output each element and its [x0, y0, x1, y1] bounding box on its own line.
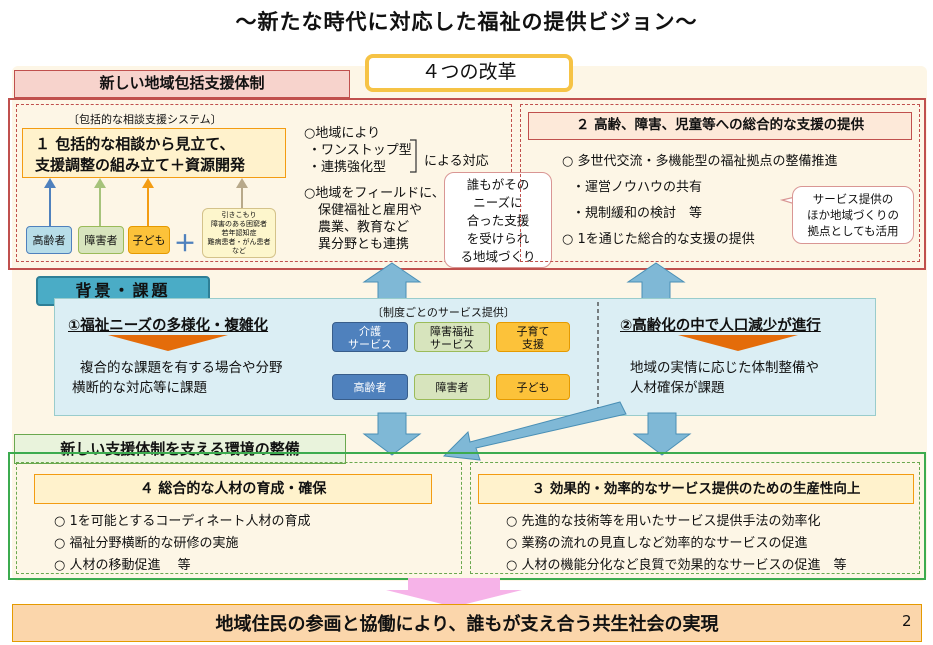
reform1-list2-line1: 保健福祉と雇用や: [318, 203, 423, 218]
reform1-list1-suffix: による対応: [424, 154, 489, 169]
reform2-box: [520, 104, 920, 262]
down-arrow-right: [632, 412, 692, 456]
issue2-text-0: 地域の実情に応じた体制整備や: [630, 360, 819, 376]
issue2-chevron: [678, 335, 798, 351]
bottom-vision-bar: 地域住民の参画と協働により、誰もが支え合う共生社会の実現: [12, 604, 922, 642]
center-goal-box: 誰もがその ニーズに 合った支援 を受けられ る地域づくり: [444, 172, 552, 268]
service-disability-l0: 障害福祉: [430, 325, 474, 338]
reform3-item-1: ○ 業務の流れの見直しなど効率的なサービスの促進: [506, 536, 808, 551]
reform1-heading-line2: 支援調整の組み立て＋資源開発: [35, 156, 246, 174]
reform2-item-0: ○ 多世代交流・多機能型の福祉拠点の整備推進: [562, 154, 838, 169]
others-line-3: 難病患者・がん患者: [207, 238, 271, 246]
goal-line-3: を受けられ: [466, 231, 530, 246]
bracket: [410, 139, 417, 173]
bg-divider: [597, 302, 599, 412]
service-childcare-l1: 支援: [522, 338, 544, 351]
target-children: 子ども: [128, 226, 170, 254]
goal-line-4: る地域づくり: [460, 249, 536, 264]
others-line-0: 引きこもり: [221, 211, 257, 219]
service-disability-l1: サービス: [430, 338, 474, 351]
service-target-elderly: 高齢者: [332, 374, 408, 400]
reform4-box: [16, 462, 462, 574]
goal-line-1: ニーズに: [473, 195, 523, 210]
reform4-heading: ４ 総合的な人材の育成・確保: [34, 474, 432, 504]
reform1-arrows: [44, 178, 248, 226]
bubble-line-2: 拠点としても活用: [807, 224, 899, 238]
reform2-heading: ２ 高齢、障害、児童等への総合的な支援の提供: [528, 112, 912, 140]
reform3-box: [470, 462, 920, 574]
service-care-l0: 介護: [359, 325, 381, 338]
bubble-line-1: ほか地域づくりの: [807, 208, 899, 222]
service-target-children: 子ども: [496, 374, 570, 400]
service-childcare: 子育て 支援: [496, 322, 570, 352]
reform2-bubble: サービス提供の ほか地域づくりの 拠点としても活用: [792, 186, 914, 244]
reform1-list1-line3: ・連携強化型: [308, 160, 387, 175]
reform3-heading: ３ 効果的・効率的なサービス提供のための生産性向上: [478, 474, 914, 504]
reform4-item-1: ○ 福祉分野横断的な研修の実施: [54, 536, 239, 551]
new-regional-support-label: 新しい地域包括支援体制: [14, 70, 350, 98]
others-line-4: など: [232, 247, 246, 255]
reform1-caption: 〔包括的な相談支援システム〕: [68, 113, 222, 126]
target-disabled: 障害者: [78, 226, 124, 254]
diagonal-arrow: [442, 401, 627, 461]
service-care-l1: サービス: [348, 338, 392, 351]
issue2-title: ②高齢化の中で人口減少が進行: [620, 318, 821, 334]
reform2-item-3: ○ 1を通じた総合的な支援の提供: [562, 232, 755, 247]
target-others: 引きこもり 障害のある困窮者 若年認知症 難病患者・がん患者 など: [202, 208, 276, 258]
up-arrow-left: [362, 262, 422, 302]
issue1-title: ①福祉ニーズの多様化・複雑化: [68, 318, 269, 334]
page-title: ～新たな時代に対応した福祉の提供ビジョン～: [235, 10, 698, 34]
service-care: 介護 サービス: [332, 322, 408, 352]
services-caption: 〔制度ごとのサービス提供〕: [372, 306, 515, 319]
reform2-item-1: ・運営ノウハウの共有: [572, 180, 703, 195]
reform3-item-2: ○ 人材の機能分化など良質で効果的なサービスの促進 等: [506, 558, 847, 573]
reform4-item-2: ○ 人材の移動促進 等: [54, 558, 191, 573]
target-elderly: 高齢者: [26, 226, 72, 254]
reform1-list2-line0: ○地域をフィールドに、: [304, 186, 445, 201]
reform1-list1-line2: ・ワンストップ型: [308, 143, 412, 158]
down-arrow-left: [362, 412, 422, 456]
reform1-list2-line3: 異分野とも連携: [318, 237, 410, 252]
reform4-item-0: ○ 1を可能とするコーディネート人材の育成: [54, 514, 311, 529]
service-childcare-l0: 子育て: [516, 325, 550, 338]
reform1-list1-line1: ○地域により: [304, 126, 381, 141]
plus-sign: ＋: [174, 232, 197, 257]
service-disability: 障害福祉 サービス: [414, 322, 490, 352]
issue1-text-0: 複合的な課題を有する場合や分野: [80, 360, 283, 376]
page-number: 2: [902, 612, 912, 630]
issue1-chevron: [108, 335, 228, 351]
goal-line-0: 誰もがその: [466, 177, 530, 192]
four-reforms-label: ４つの改革: [365, 54, 573, 92]
bubble-line-0: サービス提供の: [812, 192, 894, 206]
reform2-item-2: ・規制緩和の検討 等: [572, 206, 703, 221]
pink-down-arrow: [386, 578, 522, 607]
reform1-list2-line2: 農業、教育など: [318, 220, 410, 235]
service-target-disabled: 障害者: [414, 374, 490, 400]
goal-line-2: 合った支援: [466, 213, 530, 228]
reform1-heading: １ 包括的な相談から見立て、 支援調整の組み立て＋資源開発: [22, 128, 286, 178]
up-arrow-right: [626, 262, 686, 302]
reforms-red-frame: [8, 98, 926, 270]
others-line-2: 若年認知症: [221, 229, 257, 237]
reform1-heading-line1: １ 包括的な相談から見立て、: [35, 135, 235, 153]
others-line-1: 障害のある困窮者: [211, 220, 267, 228]
reform3-item-0: ○ 先進的な技術等を用いたサービス提供手法の効率化: [506, 514, 821, 529]
issue2-text-1: 人材確保が課題: [630, 380, 725, 396]
issue1-text-1: 横断的な対応等に課題: [72, 380, 207, 396]
